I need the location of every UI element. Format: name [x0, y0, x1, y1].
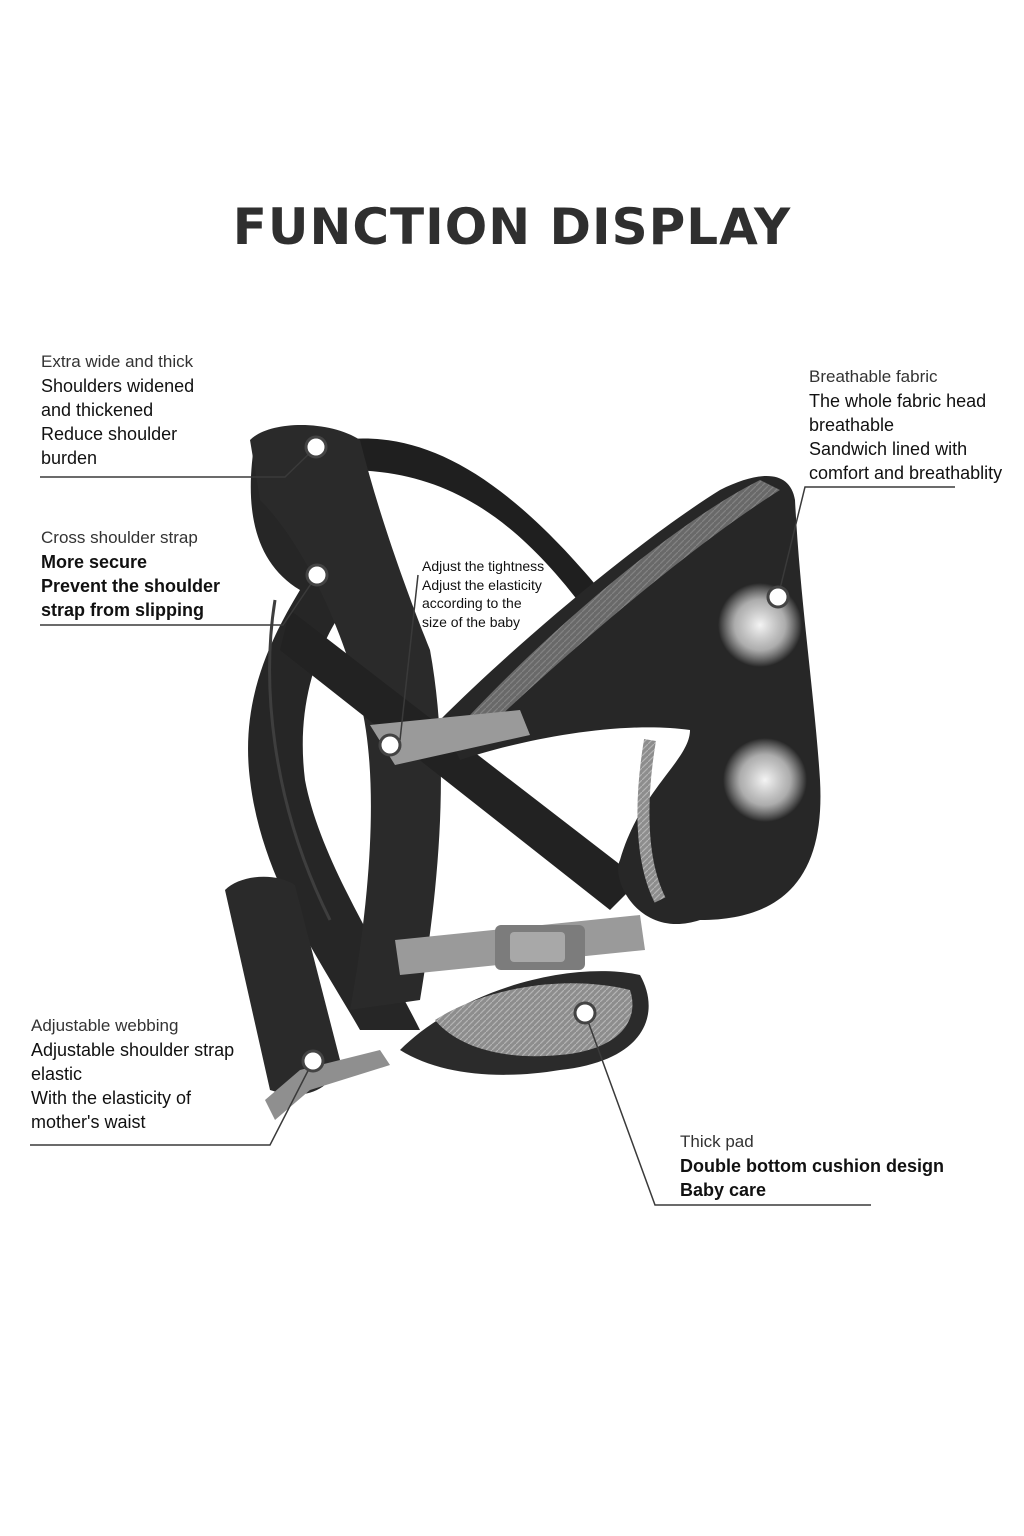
callout-line: Prevent the shoulder	[41, 576, 221, 596]
callout-line: breathable	[809, 415, 895, 435]
callout-heading: Adjust the tightness	[422, 558, 545, 574]
front-shoulder-strap	[250, 425, 441, 1010]
callout-shoulders: Extra wide and thick Shoulders widened a…	[41, 350, 194, 470]
callout-heading: Breathable fabric	[809, 367, 938, 386]
marker-breathable	[766, 585, 790, 609]
callout-tightness: Adjust the tightness Adjust the elastici…	[422, 557, 544, 631]
marker-tightness	[378, 733, 402, 757]
callout-line: size of the baby	[422, 613, 521, 630]
callout-line: Adjust the elasticity	[422, 576, 542, 593]
callout-pad: Thick pad Double bottom cushion design B…	[680, 1130, 944, 1202]
callout-line: Reduce shoulder	[41, 424, 178, 444]
rear-shoulder-strap	[340, 438, 600, 610]
carrier-panel	[440, 476, 821, 925]
upper-webbing	[370, 710, 530, 765]
callout-line: More secure	[41, 552, 148, 572]
callout-line: With the elasticity of	[31, 1088, 192, 1108]
marker-pad	[573, 1001, 597, 1025]
callout-breathable: Breathable fabric The whole fabric head …	[809, 365, 1002, 485]
page-title: FUNCTION DISPLAY	[232, 198, 792, 256]
callout-cross: Cross shoulder strap More secure Prevent…	[41, 526, 220, 622]
callout-line: and thickened	[41, 400, 154, 420]
callout-line: Adjustable shoulder strap	[31, 1040, 235, 1060]
callout-heading: Thick pad	[680, 1132, 754, 1151]
callout-heading: Extra wide and thick	[41, 352, 194, 371]
callout-line: Double bottom cushion design	[680, 1156, 944, 1176]
callout-webbing: Adjustable webbing Adjustable shoulder s…	[31, 1014, 234, 1134]
callout-line: according to the	[422, 595, 522, 611]
left-shoulder-strap	[248, 440, 420, 1030]
marker-webbing	[301, 1049, 325, 1073]
callout-line: Sandwich lined with	[809, 439, 968, 459]
callout-line: comfort and breathablity	[809, 463, 1003, 483]
callout-line: elastic	[31, 1064, 83, 1084]
callout-line: The whole fabric head	[809, 391, 987, 411]
callout-line: strap from slipping	[41, 600, 205, 620]
marker-cross	[305, 563, 329, 587]
waist-strap-end	[225, 876, 340, 1095]
callout-line: burden	[41, 448, 98, 468]
side-adjuster	[265, 1050, 390, 1120]
callout-line: Baby care	[680, 1180, 767, 1200]
callout-heading: Cross shoulder strap	[41, 528, 198, 547]
callout-heading: Adjustable webbing	[31, 1016, 179, 1035]
callout-line: mother's waist	[31, 1112, 146, 1132]
thick-pad	[435, 983, 633, 1057]
callout-line: Shoulders widened	[41, 376, 195, 396]
marker-shoulders	[304, 435, 328, 459]
